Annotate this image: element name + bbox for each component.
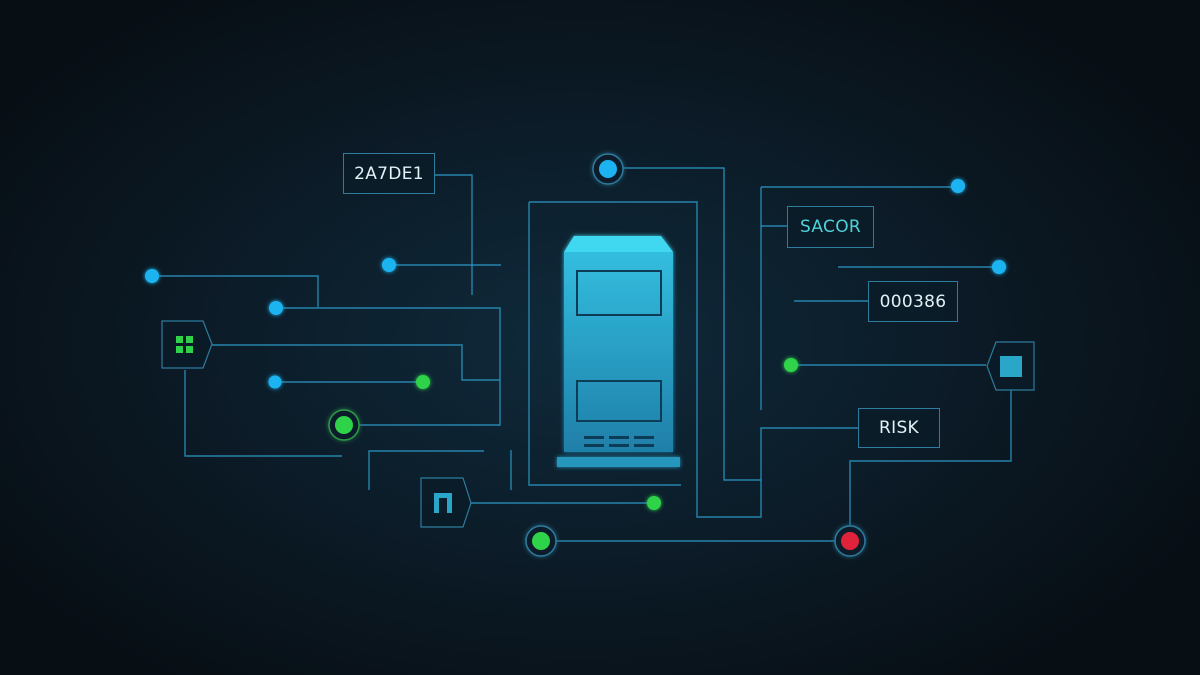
node-blue [269, 301, 283, 315]
gate-icon [420, 477, 472, 528]
label-sacor: SACOR [787, 206, 874, 248]
red-node [834, 525, 866, 557]
blue-nodes [145, 153, 1006, 389]
label-number-code: 000386 [868, 281, 958, 322]
node-green [416, 375, 430, 389]
node-blue [992, 260, 1006, 274]
connection-lines [152, 167, 1012, 542]
node-blue [951, 179, 965, 193]
green-nodes [328, 358, 798, 557]
node-blue [145, 269, 159, 283]
square-icon [986, 341, 1035, 391]
server-tower-icon [557, 236, 680, 467]
node-blue [268, 375, 282, 389]
grid-icon [161, 320, 213, 369]
node-blue [382, 258, 396, 272]
node-green [784, 358, 798, 372]
node-green [647, 496, 661, 510]
label-id-code: 2A7DE1 [343, 153, 435, 194]
label-risk: RISK [858, 408, 940, 448]
